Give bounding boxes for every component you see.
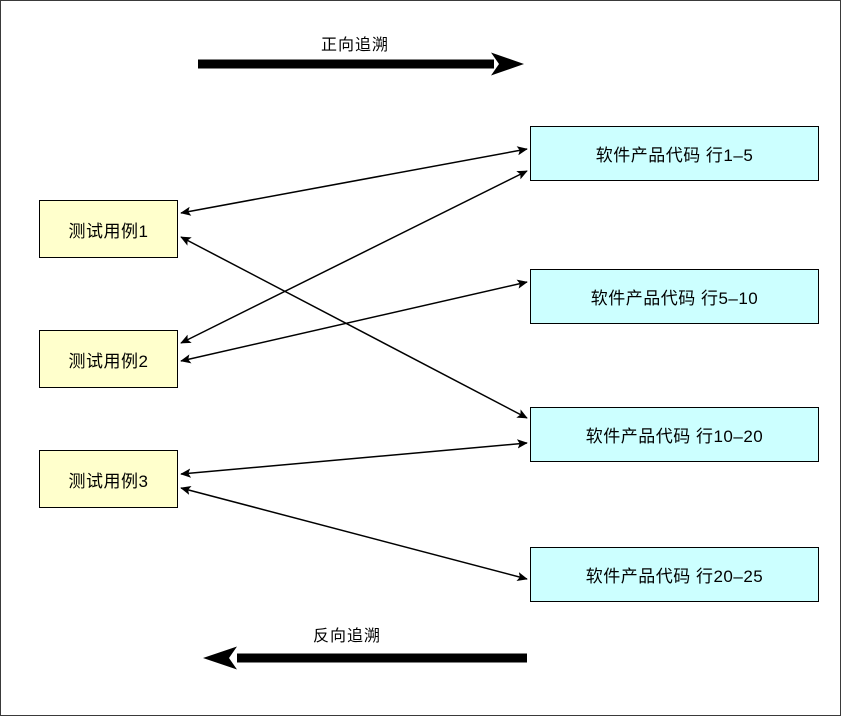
trace-link	[180, 236, 528, 419]
code-unit-node[interactable]: 软件产品代码 行1–5	[530, 126, 819, 181]
test-case-node[interactable]: 测试用例1	[39, 200, 178, 258]
code-unit-node[interactable]: 软件产品代码 行20–25	[530, 547, 819, 602]
trace-link	[180, 170, 528, 344]
code-unit-label: 软件产品代码 行20–25	[585, 567, 764, 586]
backward-trace-label: 反向追溯	[313, 628, 382, 645]
test-case-node[interactable]: 测试用例3	[39, 450, 178, 508]
code-unit-label: 软件产品代码 行10–20	[585, 427, 764, 446]
test-case-label: 测试用例3	[68, 471, 149, 491]
test-case-label: 测试用例1	[68, 221, 149, 241]
code-unit-node[interactable]: 软件产品代码 行5–10	[530, 269, 819, 324]
backward-trace-arrow	[203, 646, 527, 670]
code-unit-label: 软件产品代码 行5–10	[590, 289, 759, 308]
forward-trace-label: 正向追溯	[321, 37, 390, 54]
test-case-node[interactable]: 测试用例2	[39, 330, 178, 388]
test-case-label: 测试用例2	[68, 351, 149, 371]
code-unit-label: 软件产品代码 行1–5	[595, 146, 754, 165]
trace-link	[180, 279, 528, 364]
code-unit-node[interactable]: 软件产品代码 行10–20	[530, 407, 819, 462]
forward-trace-arrow	[198, 52, 524, 76]
trace-link	[180, 485, 528, 582]
trace-link	[180, 439, 528, 478]
trace-link	[180, 146, 528, 216]
